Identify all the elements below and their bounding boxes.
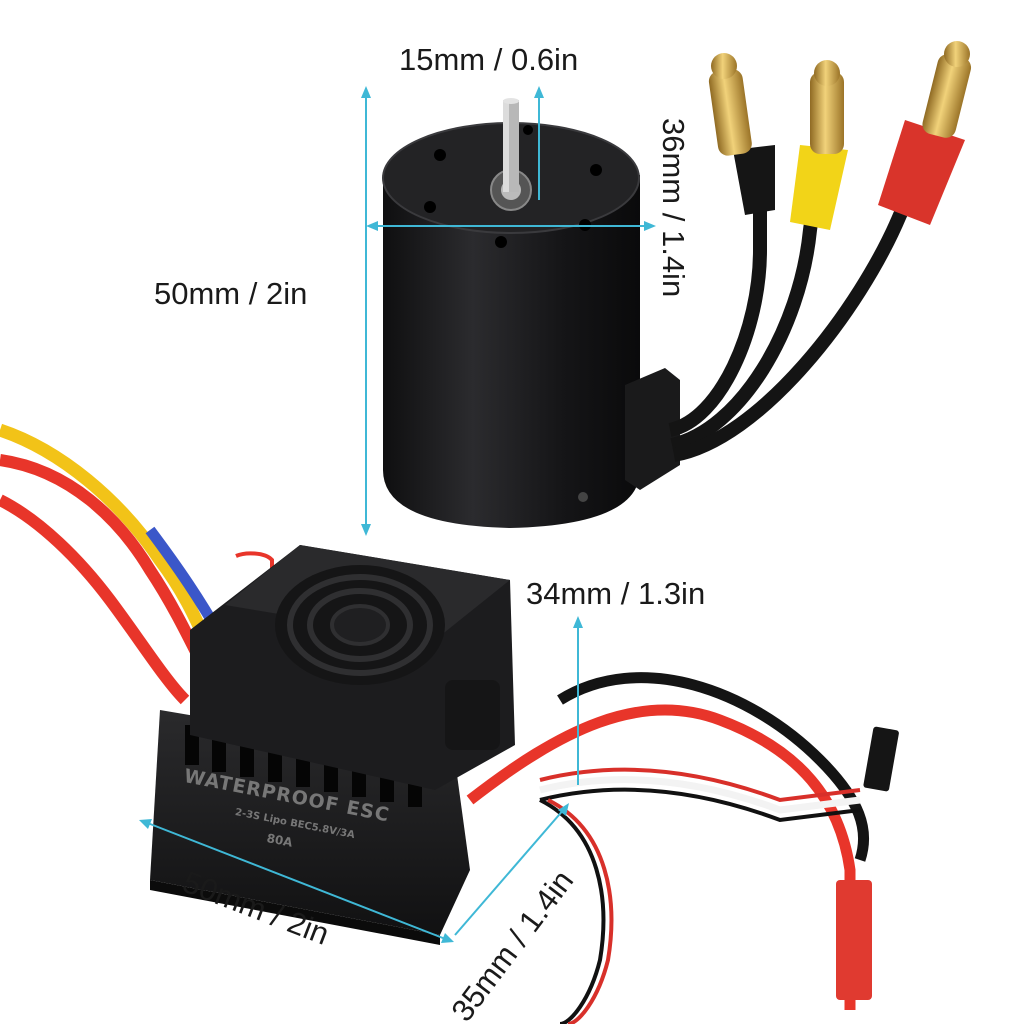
gold-bullet-connector [810,60,844,154]
motor-wires [668,41,972,462]
brushless-motor [382,98,680,528]
gold-bullet-connector [922,41,972,138]
dimension-motor-height: 50mm / 2in [154,276,308,311]
esc-unit [150,545,515,945]
dimension-motor-diameter: 36mm / 1.4in [656,118,691,298]
gold-bullet-connector [708,53,752,156]
dimension-esc-height: 34mm / 1.3in [526,576,706,611]
dimension-motor-shaft: 15mm / 0.6in [399,42,579,77]
dimension-lines [139,86,656,943]
esc-output-wires [466,672,899,1024]
